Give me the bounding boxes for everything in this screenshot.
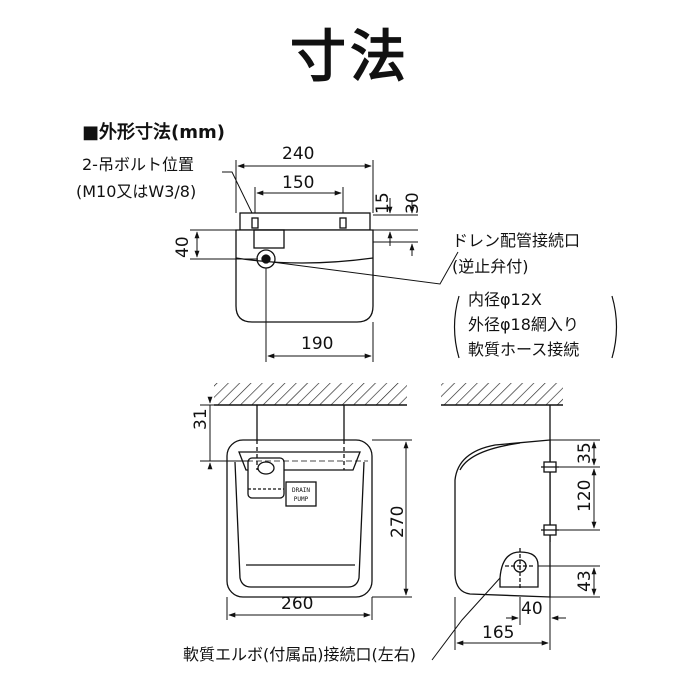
drain-pump-label-line2: PUMP [294, 496, 309, 503]
mounting-plate [239, 212, 371, 231]
dim-43: 43 [575, 570, 595, 592]
dim-31: 31 [191, 408, 211, 430]
inner-contour [234, 461, 365, 588]
page-title: 寸法 [290, 24, 410, 90]
drain-pump-label-box [285, 481, 317, 507]
hanger-bolt-label: 2-吊ボルト位置 [82, 155, 194, 174]
side-view: 35 120 43 40 165 [431, 383, 600, 661]
dim-40-top: 40 [173, 236, 193, 258]
hose-connection: 軟質ホース接続 [468, 340, 579, 359]
top-recess [238, 451, 361, 471]
top-view [235, 212, 374, 323]
drain-outlet-label: ドレン配管接続口 [452, 231, 580, 250]
side-drain-elbow [499, 551, 539, 588]
dim-120: 120 [575, 480, 595, 512]
elbow-connection-label: 軟質エルボ(付属品)接続口(左右) [183, 645, 416, 664]
hanger-bolt-spec: (M10又はW3/8) [76, 182, 196, 201]
drain-outlet-center [261, 254, 271, 264]
dim-240: 240 [282, 144, 314, 164]
dim-260: 260 [281, 594, 313, 614]
section-heading: ■外形寸法(mm) [82, 121, 225, 143]
front-drain-housing [247, 457, 285, 499]
ceiling-hatch-front [214, 383, 407, 405]
dim-40-side: 40 [521, 599, 543, 619]
dim-15: 15 [373, 192, 393, 214]
dim-35: 35 [575, 442, 595, 464]
pump-body-top [235, 229, 374, 323]
ceiling-hatch-side [441, 383, 563, 405]
dim-150: 150 [282, 173, 314, 193]
bolt-slot-right [339, 217, 347, 229]
drain-housing [253, 229, 285, 249]
front-view: DRAIN PUMP 31 270 260 [191, 383, 412, 620]
top-dimension-lines [190, 160, 459, 362]
check-valve-label: (逆止弁付) [452, 257, 529, 276]
bolt-slot-left [251, 217, 259, 229]
dim-270: 270 [388, 506, 408, 538]
hose-outer-diameter: 外径φ18網入り [468, 315, 579, 334]
drain-pump-label-line1: DRAIN [292, 487, 310, 494]
dim-165: 165 [482, 623, 514, 643]
hose-spec-brackets [453, 295, 618, 359]
body-seam [235, 257, 374, 264]
dim-30: 30 [403, 192, 423, 214]
dim-190: 190 [301, 334, 333, 354]
hose-inner-diameter: 内径φ12X [468, 290, 542, 309]
